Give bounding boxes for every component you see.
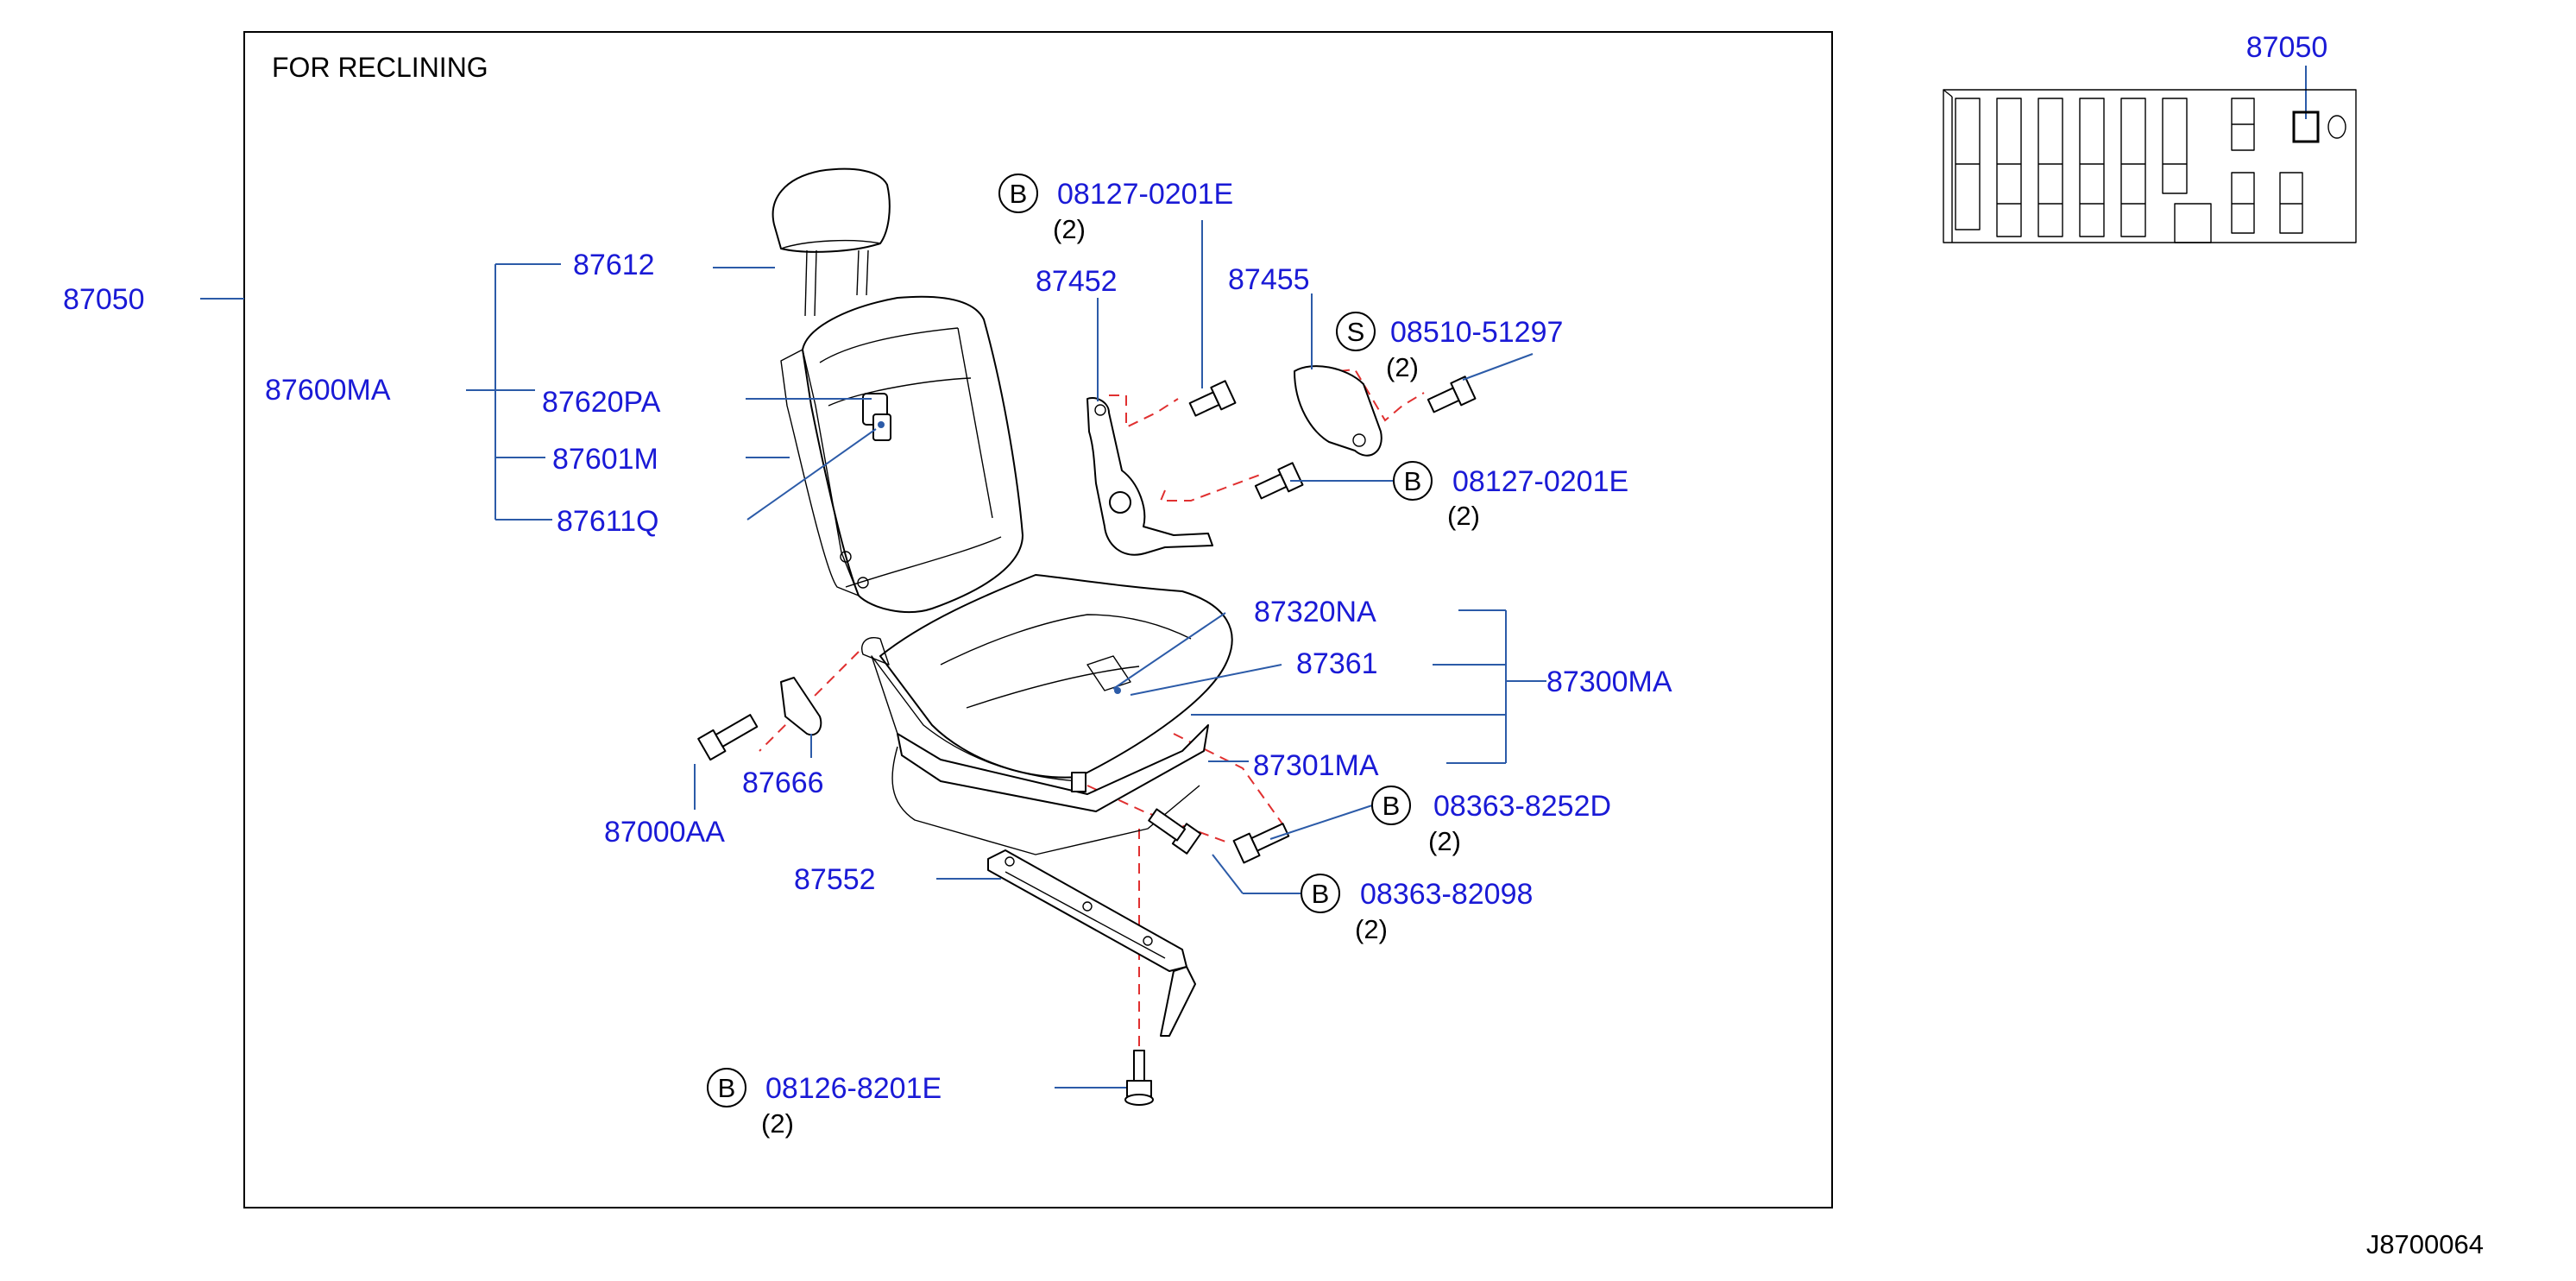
fastener-4-prefix: B xyxy=(1382,791,1401,821)
fastener-callout-6[interactable]: B 08126-8201E (2) xyxy=(707,1068,942,1139)
seat-rail-drawing xyxy=(987,849,1196,1037)
bolt-08363-82098 xyxy=(1148,808,1202,855)
cushion-drawing xyxy=(861,574,1233,855)
fastener-1-prefix: B xyxy=(1010,179,1028,209)
label-87611Q[interactable]: 87611Q xyxy=(557,505,658,538)
bracket-87666-drawing xyxy=(780,677,822,736)
part-labels: 87050 87600MA 87612 87620PA 87601M 87611… xyxy=(63,249,1672,896)
bolt-08126 xyxy=(1124,1050,1154,1106)
fastener-4-qty: (2) xyxy=(1428,826,1461,856)
bolt-drawings xyxy=(697,375,1477,1106)
fastener-5-prefix: B xyxy=(1312,879,1330,909)
label-87300MA[interactable]: 87300MA xyxy=(1546,666,1672,698)
label-87601M[interactable]: 87601M xyxy=(552,443,658,476)
fastener-3-part[interactable]: 08127-0201E xyxy=(1452,465,1628,498)
label-87620PA[interactable]: 87620PA xyxy=(542,386,661,419)
fastener-2-prefix: S xyxy=(1347,317,1365,347)
fastener-callout-5[interactable]: B 08363-82098 (2) xyxy=(1301,874,1533,944)
recliner-brackets-drawing xyxy=(1086,365,1382,556)
seat-index-map: 87050 xyxy=(1943,31,2357,243)
label-87301MA[interactable]: 87301MA xyxy=(1253,749,1379,782)
label-87452[interactable]: 87452 xyxy=(1036,265,1118,298)
leader-lines xyxy=(200,220,1546,1089)
label-87612[interactable]: 87612 xyxy=(573,249,655,281)
fastener-3-qty: (2) xyxy=(1447,501,1480,531)
fastener-2-part[interactable]: 08510-51297 xyxy=(1390,316,1563,349)
label-87666[interactable]: 87666 xyxy=(742,767,824,799)
fastener-1-qty: (2) xyxy=(1053,214,1086,244)
fastener-5-qty: (2) xyxy=(1355,914,1388,944)
bolt-08510 xyxy=(1427,375,1477,413)
fastener-5-part[interactable]: 08363-82098 xyxy=(1360,878,1533,911)
index-highlight xyxy=(2292,110,2320,143)
label-87000AA[interactable]: 87000AA xyxy=(604,816,725,849)
label-87552[interactable]: 87552 xyxy=(794,863,876,896)
fastener-3-prefix: B xyxy=(1404,466,1422,496)
bolt-08363-8252D xyxy=(1232,823,1290,864)
seatback-drawing xyxy=(780,295,1023,614)
bolt-08127-lower xyxy=(1254,462,1304,500)
fastener-1-part[interactable]: 08127-0201E xyxy=(1057,178,1233,211)
label-87361[interactable]: 87361 xyxy=(1296,647,1378,680)
fastener-6-prefix: B xyxy=(718,1073,736,1103)
fastener-callout-1[interactable]: B 08127-0201E (2) xyxy=(998,174,1233,244)
bolt-08127-upper xyxy=(1188,380,1237,417)
label-87050[interactable]: 87050 xyxy=(63,283,145,316)
headrest-drawing xyxy=(772,167,891,317)
fastener-6-qty: (2) xyxy=(761,1108,794,1139)
label-87455[interactable]: 87455 xyxy=(1228,263,1310,296)
reference-code: J8700064 xyxy=(2366,1229,2484,1259)
index-label[interactable]: 87050 xyxy=(2246,31,2328,64)
fastener-callout-4[interactable]: B 08363-8252D (2) xyxy=(1371,786,1611,856)
fastener-callout-2[interactable]: S 08510-51297 (2) xyxy=(1336,312,1563,382)
label-87320NA[interactable]: 87320NA xyxy=(1254,596,1376,628)
fastener-6-part[interactable]: 08126-8201E xyxy=(765,1072,942,1105)
fastener-callout-3[interactable]: B 08127-0201E (2) xyxy=(1393,461,1628,531)
fastener-2-qty: (2) xyxy=(1386,352,1419,382)
fastener-4-part[interactable]: 08363-8252D xyxy=(1433,790,1611,823)
label-87600MA[interactable]: 87600MA xyxy=(265,374,391,407)
diagram-title: FOR RECLINING xyxy=(272,52,488,83)
diagram-frame xyxy=(243,31,1833,1208)
bolt-87000AA xyxy=(697,714,759,761)
